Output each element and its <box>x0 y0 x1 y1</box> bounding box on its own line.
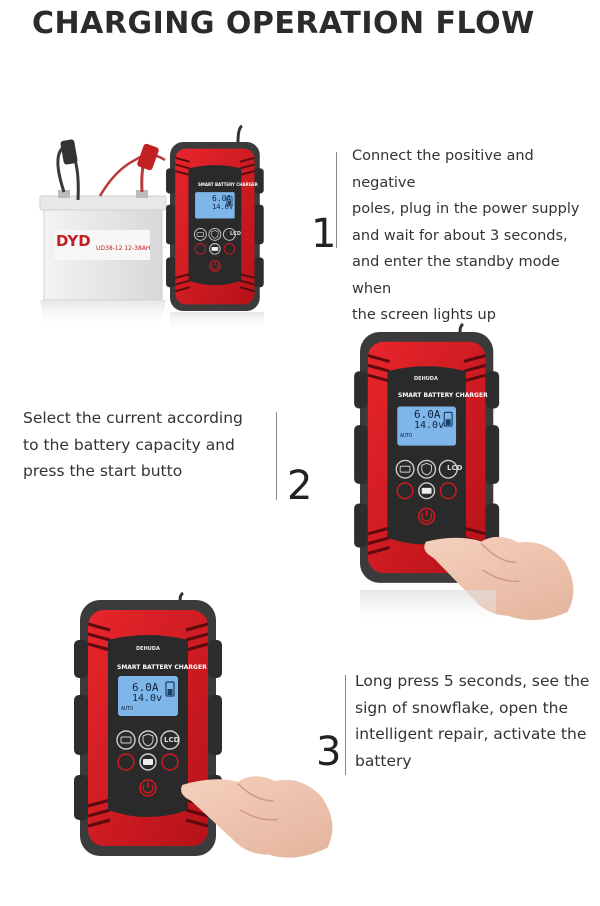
step-1-line: the screen lights up <box>352 307 496 323</box>
charger-1-lcd-button: LCD <box>230 231 242 237</box>
page-title: CHARGING OPERATION FLOW <box>32 6 535 41</box>
charger-image-1 <box>165 141 265 312</box>
step-3-line: Long press 5 seconds, see the <box>355 672 590 690</box>
charger-2-lcd-button: LCD <box>447 464 463 472</box>
step-2-divider <box>276 412 277 500</box>
step-1-line: and wait for about 3 seconds, <box>352 227 568 244</box>
charger-2-lcd-voltage: 14.0v <box>414 420 445 431</box>
step-3-line: sign of snowflake, open the <box>355 698 569 717</box>
step-3-line: battery <box>355 751 412 770</box>
charger-1-lcd-current: 6.0A <box>212 194 232 203</box>
charger-2-lcd-current: 6.0A <box>414 408 441 421</box>
step-2-number: 2 <box>287 463 313 509</box>
step-1-line: and enter the standby mode when <box>352 254 560 297</box>
battery-image <box>39 190 167 301</box>
charger-3-lcd-button: LCD <box>164 736 180 744</box>
charger-3-label: SMART BATTERY CHARGER <box>117 664 207 671</box>
step-3-number: 3 <box>316 729 342 775</box>
step-2-line: press the start butto <box>23 462 183 480</box>
charger-3-lcd-voltage: 14.0v <box>132 693 163 704</box>
step-2-text: Select the current according to the batt… <box>23 405 243 485</box>
charger-2-lcd-mode: AUTO <box>400 433 413 439</box>
charger-3-brand: DEHUDA <box>136 646 160 652</box>
step-2-line: to the battery capacity and <box>23 435 235 454</box>
battery-logo: DYD <box>56 232 91 250</box>
step-1-divider <box>336 152 337 248</box>
step-1-line: poles, plug in the power supply <box>352 201 580 217</box>
charger-2-brand: DEHUDA <box>414 376 438 382</box>
battery-model: UD38-12 12-38AH <box>96 245 151 252</box>
step-3-line: intelligent repair, activate the <box>355 725 587 743</box>
charger-image-3 <box>72 598 224 858</box>
step-3-divider <box>345 675 346 775</box>
charger-3-lcd-mode: AUTO <box>121 706 134 712</box>
step-2-line: Select the current according <box>23 409 243 427</box>
step-3-text: Long press 5 seconds, see the sign of sn… <box>355 668 589 774</box>
step-1-line: Connect the positive and negative <box>352 148 534 191</box>
charger-1-lcd-voltage: 14.0v <box>212 203 234 211</box>
step-1-number: 1 <box>311 211 337 257</box>
step-1-text: Connect the positive and negative poles,… <box>352 143 600 329</box>
charger-1-label: SMART BATTERY CHARGER <box>198 182 258 187</box>
charger-3-lcd-current: 6.0A <box>132 681 159 694</box>
charger-2-label: SMART BATTERY CHARGER <box>398 392 488 399</box>
